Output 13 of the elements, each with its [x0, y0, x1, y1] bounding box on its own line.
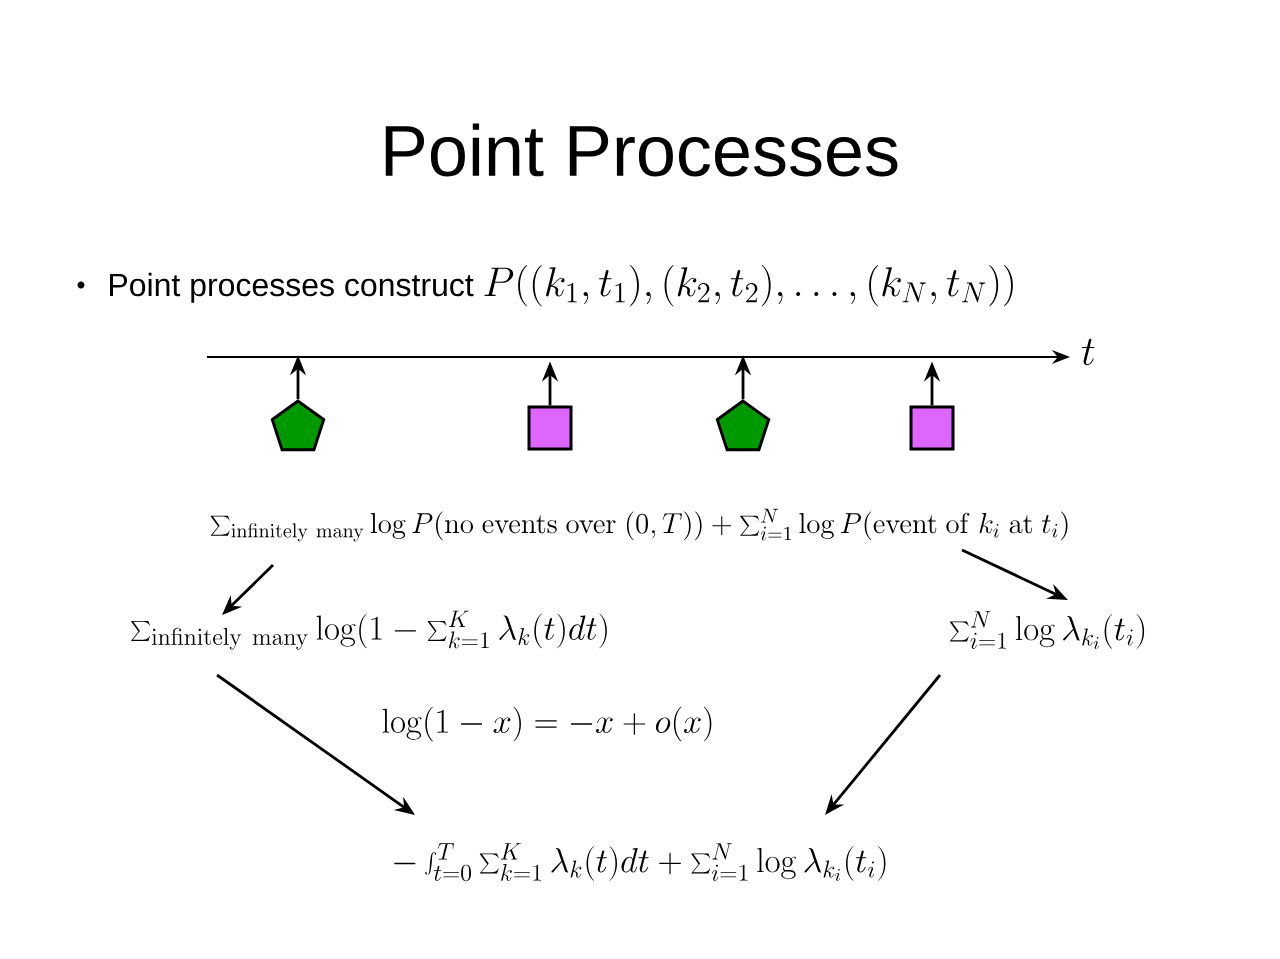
title: Point Processes [385, 123, 898, 177]
formula: $P((k_1, t_1), (k_2, t_2), \ldots, (k_N, t_N))$ [484, 264, 1013, 307]
formula: $\sum_{i=1}^{N} \log \lambda_{k_i}(t_i)$ [949, 611, 1145, 650]
formula: $-\int_{t=0}^{T} \sum_{k=1}^{K} \lambda_k(t)dt + \sum_{i=1}^{N} \log \lambda_{k_i}(t_i)$ [394, 843, 886, 882]
axis-label: $t$ [1082, 338, 1095, 366]
formula: $\sum_{\mathrm{infinitely~many}} \log(1-\sum_{k=1}^{K} \lambda_k(t)dt)$ [131, 610, 607, 650]
square-marker [527, 405, 573, 451]
pentagon-marker [715, 399, 771, 452]
square-marker [909, 405, 955, 451]
pentagon-marker [270, 399, 326, 452]
bullet-text: Point processes construct [110, 272, 474, 303]
formula: $\sum_{\mathrm{infinitely~many}} \log P(\mathrm{no~events~over}~(0,T)) + \sum_{i=1}^{N} \log P(\mathrm{event~of}~k_i~\mathrm{at}~t_i)$ [210, 508, 1068, 542]
edge-label: $\log(1-x) = -x + o(x)$ [379, 704, 717, 744]
